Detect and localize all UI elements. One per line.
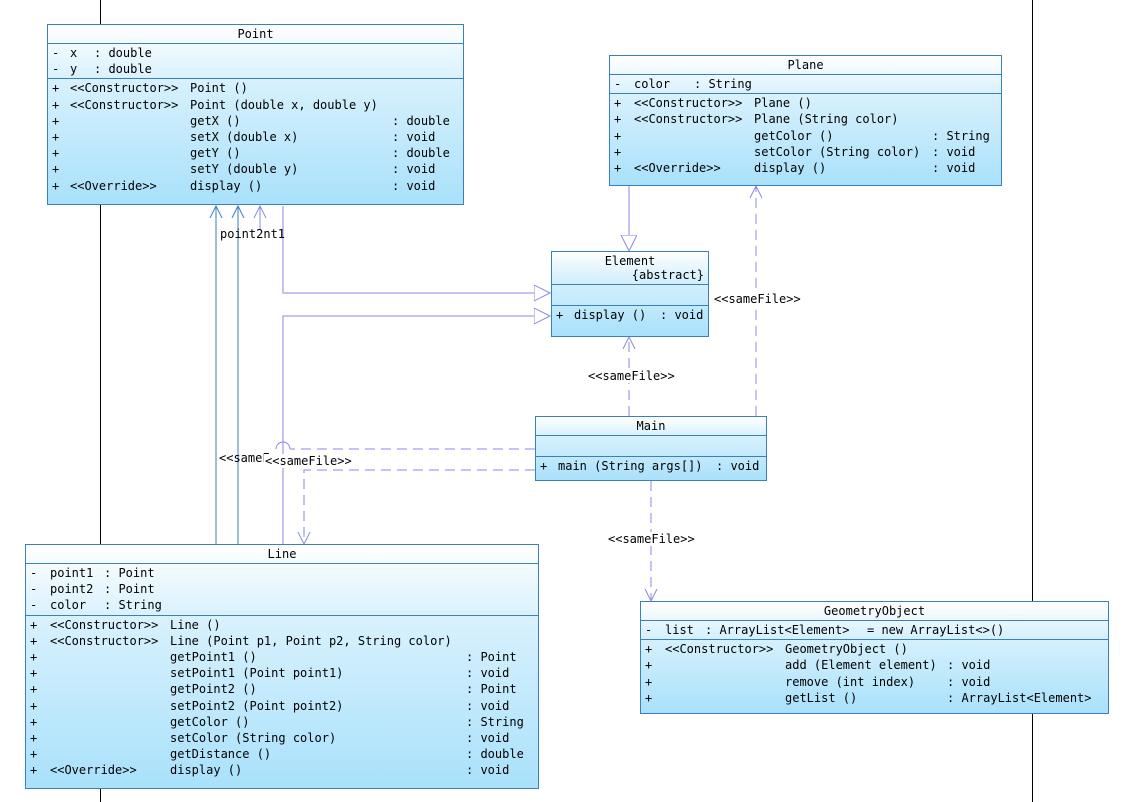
operation-row: +setY (double y): void — [52, 162, 436, 177]
class-element[interactable]: Element {abstract} +display (): void — [551, 251, 709, 337]
samefile-label-plane: <<sameFile>> — [713, 292, 802, 306]
operation-row: +getPoint2 (): Point — [30, 682, 517, 697]
operation-row: +display (): void — [556, 308, 704, 322]
operation-row: +<<Constructor>>Point () — [52, 81, 248, 96]
class-point[interactable]: Point -x: double -y: double +<<Construct… — [47, 24, 464, 205]
operation-section: +main (String args[]): void — [536, 457, 766, 475]
operation-row: +getColor (): String — [614, 128, 990, 143]
attribute-row: -y: double — [52, 62, 152, 77]
operation-row: +<<Override>>display (): void — [52, 178, 436, 193]
dependency-main-line — [304, 469, 535, 544]
samefile-label-line: <<sameFile>> — [264, 454, 353, 468]
operation-row: +getPoint1 (): Point — [30, 649, 517, 664]
class-name: Point — [48, 25, 463, 44]
class-line[interactable]: Line -point1: Point -point2: Point -colo… — [25, 544, 539, 789]
attribute-row: -x: double — [52, 46, 152, 60]
dependency-main-point-hop — [275, 441, 291, 450]
operation-row: +main (String args[]): void — [540, 459, 760, 473]
operation-row: +<<Constructor>>Point (double x, double … — [52, 97, 378, 112]
abstract-modifier: {abstract} — [552, 268, 708, 285]
operation-section: +<<Constructor>>Line () +<<Constructor>>… — [26, 616, 538, 780]
class-main[interactable]: Main +main (String args[]): void — [535, 416, 767, 481]
operation-section: +display (): void — [552, 306, 708, 324]
swimlane-divider-left — [100, 0, 101, 802]
operation-section: +<<Constructor>>Plane () +<<Constructor>… — [610, 94, 1001, 177]
operation-row: +add (Element element): void — [645, 658, 991, 673]
attribute-row: -point1: Point — [30, 566, 155, 580]
attribute-section — [536, 436, 766, 457]
class-name: Plane — [610, 56, 1001, 75]
samefile-label-element: <<sameFile>> — [587, 369, 676, 383]
operation-row: +setColor (String color): void — [614, 144, 976, 159]
attribute-row: -color: String — [614, 77, 752, 91]
operation-row: +<<Constructor>>Line () — [30, 617, 221, 632]
class-name: Element — [604, 254, 656, 268]
operation-row: +getY (): double — [52, 146, 450, 161]
operation-row: +remove (int index): void — [645, 674, 991, 689]
generalization-point-element — [282, 206, 550, 293]
attribute-section — [552, 285, 708, 306]
operation-row: +<<Override>>display (): void — [614, 160, 976, 175]
operation-row: +<<Constructor>>GeometryObject () — [645, 642, 908, 657]
operation-row: +getColor (): String — [30, 714, 524, 729]
samefile-label-geometry: <<sameFile>> — [607, 532, 696, 546]
class-name: Main — [536, 417, 766, 436]
operation-row: +<<Constructor>>Plane () — [614, 96, 812, 111]
attribute-section: -list: ArrayList<Element>= new ArrayList… — [641, 621, 1108, 641]
operation-row: +setPoint1 (Point point1): void — [30, 666, 510, 681]
attribute-row: -point2: Point — [30, 582, 155, 597]
samefile-label-line-overlap: <<sameF — [219, 451, 270, 465]
operation-row: +setColor (String color): void — [30, 730, 510, 745]
class-name: Line — [26, 545, 538, 564]
attribute-section: -color: String — [610, 75, 1001, 95]
operation-row: +setX (double x): void — [52, 129, 436, 144]
operation-row: +getX (): double — [52, 113, 450, 128]
attribute-row: -color: String — [30, 598, 162, 613]
attribute-section: -point1: Point -point2: Point -color: St… — [26, 564, 538, 616]
generalization-line-element — [282, 316, 550, 544]
operation-row: +<<Constructor>>Plane (String color) — [614, 112, 899, 127]
operation-row: +<<Override>>display (): void — [30, 763, 510, 778]
class-geometryobject[interactable]: GeometryObject -list: ArrayList<Element>… — [640, 601, 1109, 714]
attribute-row: -list: ArrayList<Element>= new ArrayList… — [645, 623, 1005, 637]
operation-section: +<<Constructor>>GeometryObject () +add (… — [641, 640, 1108, 707]
attribute-section: -x: double -y: double — [48, 44, 463, 80]
association-label: point2nt1 — [220, 227, 286, 241]
operation-section: +<<Constructor>>Point () +<<Constructor>… — [48, 79, 463, 194]
swimlane-divider-right — [1032, 0, 1033, 802]
operation-row: +<<Constructor>>Line (Point p1, Point p2… — [30, 633, 452, 648]
class-name: GeometryObject — [641, 602, 1108, 621]
operation-row: +getList (): ArrayList<Element> — [645, 690, 1092, 705]
operation-row: +getDistance (): double — [30, 747, 524, 762]
operation-row: +setPoint2 (Point point2): void — [30, 698, 510, 713]
class-plane[interactable]: Plane -color: String +<<Constructor>>Pla… — [609, 55, 1002, 186]
